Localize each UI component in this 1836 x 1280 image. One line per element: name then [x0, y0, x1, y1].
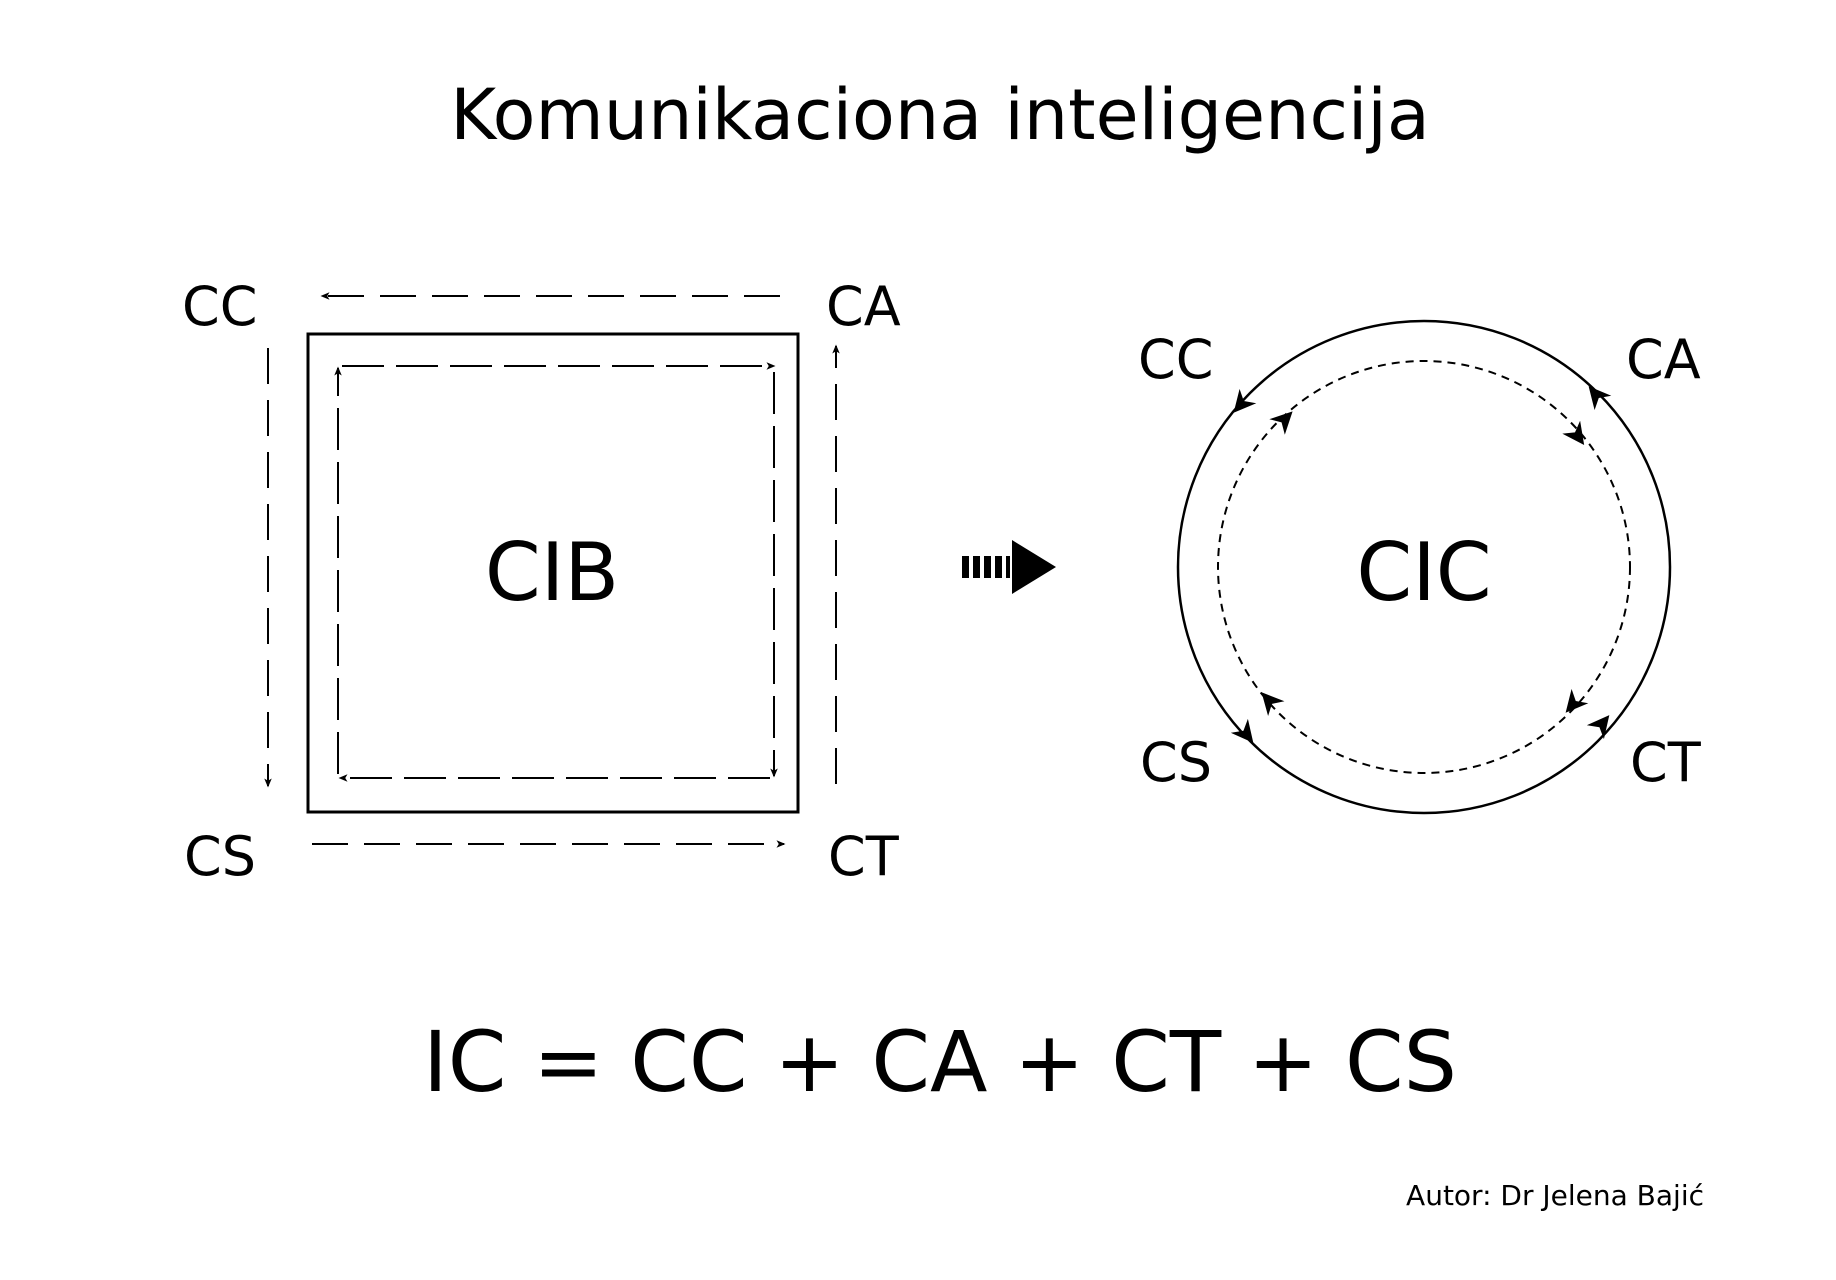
- cic-outer-circle: [1176, 319, 1672, 815]
- circle-label-ca: CA: [1626, 328, 1701, 391]
- circle-label-cc: CC: [1138, 328, 1213, 391]
- author-credit: Autor: Dr Jelena Bajić: [1406, 1179, 1704, 1212]
- transition-arrow-icon: [962, 540, 1056, 594]
- outer-circle-arrow-cs: [1230, 718, 1254, 743]
- circle-center-label: CIC: [1356, 526, 1491, 619]
- circle-label-cs: CS: [1140, 731, 1212, 794]
- outer-circle-arrow-ca: [1588, 386, 1612, 411]
- diagram-title: Komunikaciona inteligencija: [450, 74, 1430, 156]
- inner-circle-arrow-top-right: [1562, 420, 1585, 445]
- cib-square-diagram: CC CA CS CT CIB: [182, 275, 901, 888]
- cib-square: [306, 332, 800, 814]
- cic-inner-dashed-circle: [1217, 360, 1631, 774]
- formula: IC = CC + CA + CT + CS: [423, 1013, 1457, 1111]
- square-label-cs: CS: [184, 825, 256, 888]
- square-center-label: CIB: [485, 526, 619, 619]
- inner-circle-arrow-bottom-right: [1565, 688, 1589, 713]
- cic-circle-diagram: CC CA CS CT CIC: [1138, 319, 1702, 815]
- square-label-ct: CT: [828, 825, 900, 888]
- outer-circle-arrow-ct: [1586, 715, 1610, 740]
- square-label-ca: CA: [826, 275, 901, 338]
- square-label-cc: CC: [182, 275, 257, 338]
- inner-circle-arrow-bottom-left: [1261, 692, 1285, 716]
- circle-label-ct: CT: [1630, 731, 1702, 794]
- inner-circle-arrow-top-left: [1269, 411, 1293, 435]
